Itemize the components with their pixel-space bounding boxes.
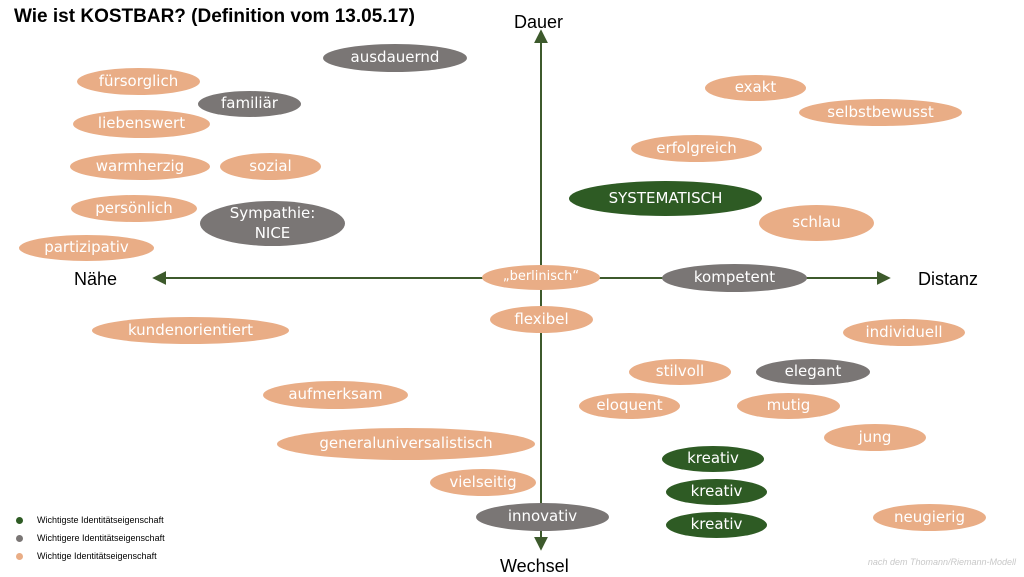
legend: Wichtigste Identitätseigenschaft Wichtig… (16, 511, 165, 565)
axis-label-top: Dauer (514, 12, 564, 32)
axis-label-right: Distanz (918, 269, 979, 289)
term-pill: „berlinisch“ (482, 265, 600, 290)
term-pill: generaluniversalistisch (277, 428, 535, 460)
term-pill: erfolgreich (631, 135, 762, 162)
legend-item: Wichtige Identitätseigenschaft (16, 547, 165, 565)
term-pill: SYSTEMATISCH (569, 181, 762, 216)
legend-dot-icon (16, 534, 23, 542)
term-pill: kreativ (666, 479, 767, 505)
term-pill: jung (824, 424, 926, 451)
axis-label-bottom: Wechsel (500, 556, 569, 576)
term-pill: kreativ (662, 446, 764, 472)
term-pill: stilvoll (629, 359, 731, 385)
term-pill: liebenswert (73, 110, 210, 138)
term-pill: neugierig (873, 504, 986, 531)
term-pill: eloquent (579, 393, 680, 419)
page-title: Wie ist KOSTBAR? (Definition vom 13.05.1… (14, 6, 416, 27)
term-pill: familiär (198, 91, 301, 117)
legend-label: Wichtige Identitätseigenschaft (37, 551, 157, 561)
legend-label: Wichtigste Identitätseigenschaft (37, 515, 164, 525)
term-pill: schlau (759, 205, 874, 241)
legend-item: Wichtigste Identitätseigenschaft (16, 511, 165, 529)
source-note: nach dem Thomann/Riemann-Modell (867, 557, 1016, 567)
term-pill: fürsorglich (77, 68, 200, 95)
legend-label: Wichtigere Identitätseigenschaft (37, 533, 165, 543)
term-pill: innovativ (476, 503, 609, 531)
legend-dot-icon (16, 552, 23, 560)
term-pill: exakt (705, 75, 806, 101)
term-pill: Sympathie: NICE (200, 201, 345, 246)
term-pill: elegant (756, 359, 870, 385)
term-pill: individuell (843, 319, 965, 346)
term-pill: warmherzig (70, 153, 210, 180)
axis-label-left: Nähe (74, 269, 118, 289)
term-pill: persönlich (71, 195, 197, 222)
term-pill: partizipativ (19, 235, 154, 261)
legend-item: Wichtigere Identitätseigenschaft (16, 529, 165, 547)
term-pill: sozial (220, 153, 321, 180)
term-pill: kompetent (662, 264, 807, 292)
term-pill: flexibel (490, 306, 593, 333)
term-pill: kreativ (666, 512, 767, 538)
legend-dot-icon (16, 516, 23, 524)
term-pill: kundenorientiert (92, 317, 289, 344)
term-pill: vielseitig (430, 469, 536, 496)
term-pill: mutig (737, 393, 840, 419)
term-pill: selbstbewusst (799, 99, 962, 126)
term-pill: aufmerksam (263, 381, 408, 409)
term-pill: ausdauernd (323, 44, 467, 72)
